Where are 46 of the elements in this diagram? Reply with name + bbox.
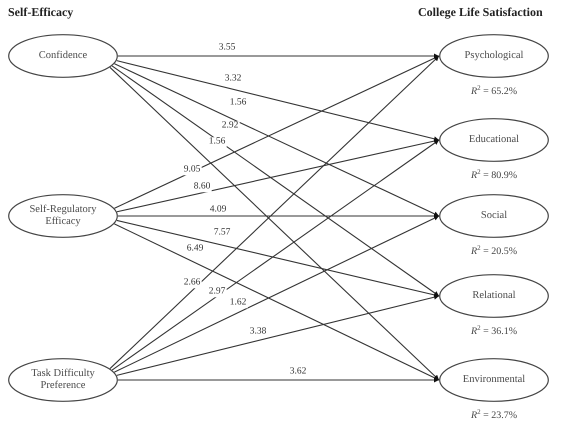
rising-arrow [116,294,440,376]
variable-name: Self-Regulatory Efficacy [28,204,98,228]
path-coefficient: 2.97 [208,287,226,297]
latent-variable-ellipse [8,358,118,402]
falling-arrow [116,60,440,142]
path-coefficient: 7.57 [212,228,232,238]
latent-variable-ellipse [439,194,549,238]
r-squared-value: R$^{2}$ = 36.1% [470,326,518,337]
latent-variable-ellipse [439,118,549,162]
variable-name: Psychological [464,50,524,62]
falling-arrow [112,65,440,296]
falling-arrow [116,220,440,298]
path-coefficient: 3.38 [248,327,268,337]
latent-variable-ellipse [8,194,118,238]
r-squared-value: R$^{2}$ = 65.2% [470,86,518,97]
path-coefficient: 3.62 [288,367,308,377]
path-coefficient: 1.56 [208,137,226,147]
horizontal-arrow [118,378,439,382]
variable-name: Relational [472,290,516,302]
column-heading: College Life Satisfaction [418,5,543,20]
column-heading: Self-Efficacy [8,5,74,20]
path-coefficient: 1.62 [228,298,248,308]
path-coefficient: 2.66 [182,278,202,288]
r-squared-value: R$^{2}$ = 80.9% [470,170,518,181]
path-coefficient: 4.09 [208,205,228,215]
variable-name: Task Difficulty Preference [30,368,96,392]
latent-variable-ellipse [8,34,118,78]
path-coefficient: 3.55 [218,43,236,53]
path-coefficient: 6.49 [186,244,204,254]
path-coefficient: 9.05 [182,165,202,175]
horizontal-arrow [118,54,439,58]
rising-arrow [112,140,440,371]
latent-variable-ellipse [439,34,549,78]
rising-arrow [116,138,440,212]
variable-name: Educational [468,134,520,146]
path-coefficient: 3.32 [224,74,242,84]
path-coefficient: 8.60 [192,182,212,192]
latent-variable-ellipse [439,274,549,318]
latent-variable-ellipse [439,358,549,402]
variable-name: Social [480,210,508,222]
variable-name: Confidence [38,50,88,62]
path-coefficient: 1.56 [228,98,248,108]
r-squared-value: R$^{2}$ = 23.7% [470,410,518,421]
variable-name: Environmental [462,374,526,386]
r-squared-value: R$^{2}$ = 20.5% [470,246,518,257]
path-coefficient: 2.92 [220,121,240,131]
